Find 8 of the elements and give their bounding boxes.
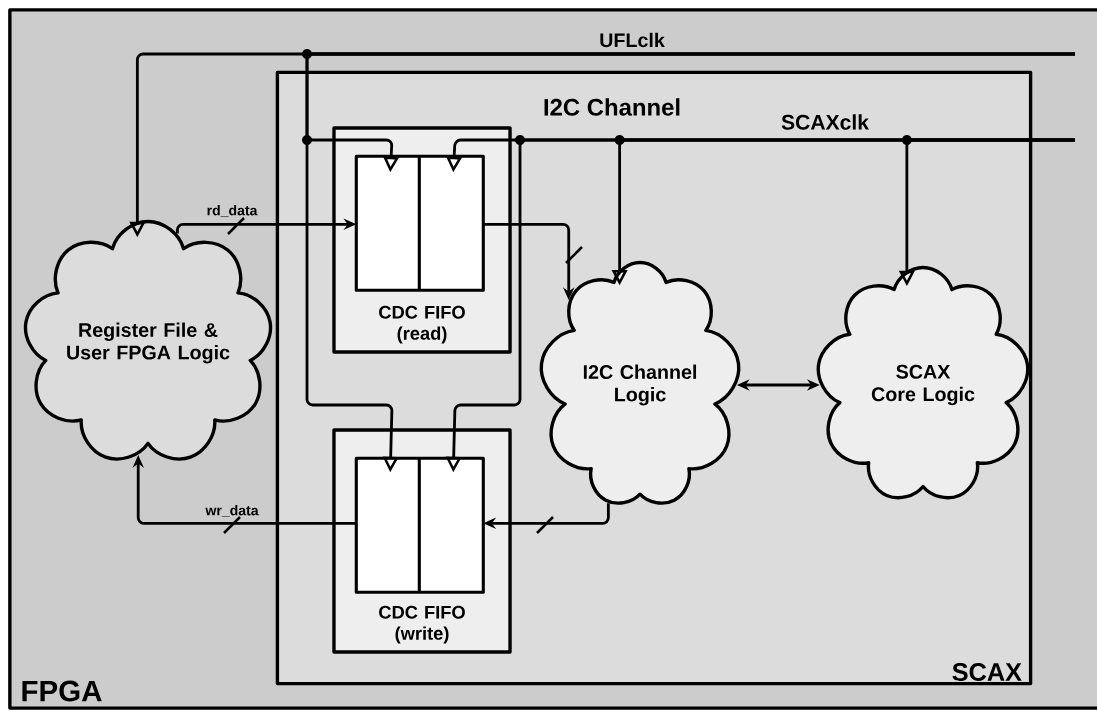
logic-cloud: Register File & User FPGA Logic [23,219,273,461]
edge-label: rd_data [207,205,258,217]
logic-cloud: SCAX Core Logic [816,265,1030,500]
logic-cloud: I2C Channel Logic [539,260,741,505]
signal-label: SCAXclk [781,114,869,130]
signal-label: I2C Channel [544,98,680,116]
edge-label: wr_data [205,505,259,517]
signal-label: UFLclk [600,32,665,48]
